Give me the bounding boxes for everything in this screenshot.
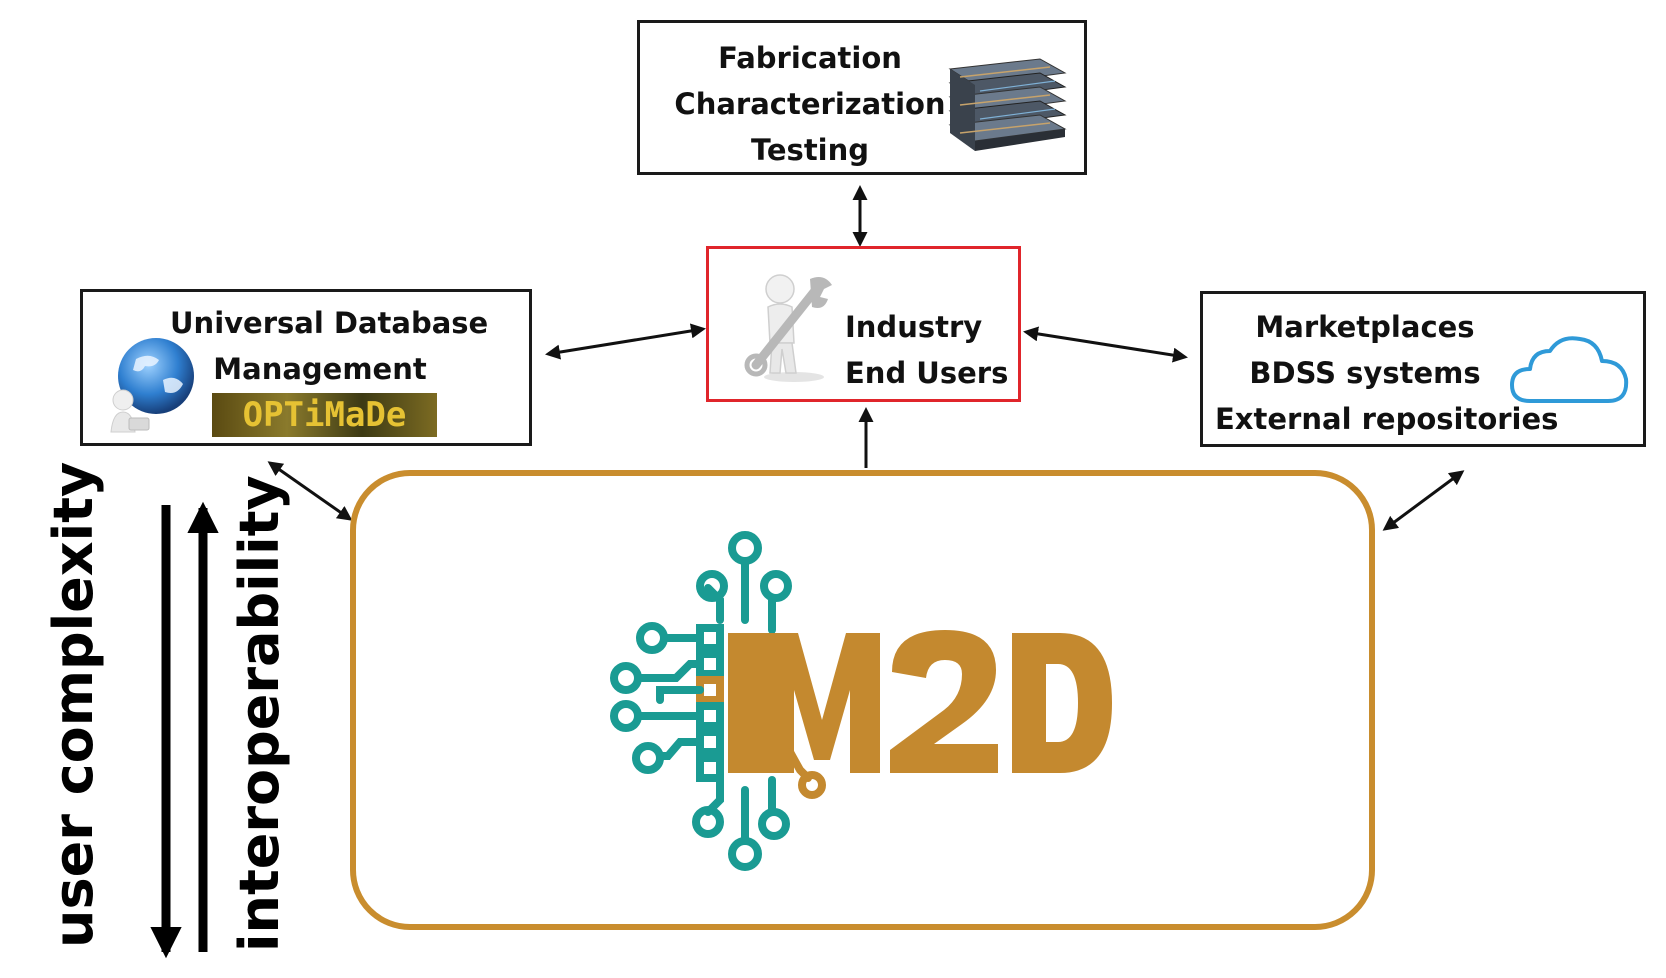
bdss-label: BDSS systems xyxy=(1249,356,1481,390)
fabrication-box xyxy=(637,20,1087,175)
end-users-box xyxy=(706,246,1021,402)
user-complexity-label: user complexity xyxy=(42,461,105,948)
layered-material-icon xyxy=(948,58,1067,151)
arrow-center-right xyxy=(1023,326,1188,363)
external-repositories-label: External repositories xyxy=(1215,402,1559,436)
gold-key-icon xyxy=(786,748,826,799)
globe-user-icon xyxy=(110,338,194,433)
arrow-left-center xyxy=(545,323,706,360)
im2d-hub xyxy=(350,470,1375,930)
characterization-label: Characterization xyxy=(674,87,946,121)
universal-database-label: Universal Database xyxy=(170,306,489,340)
arrow-left-hub xyxy=(267,461,353,521)
circuit-tree-icon xyxy=(610,531,792,871)
im2d-wordmark xyxy=(728,630,1112,773)
cloud-icon xyxy=(1510,336,1629,403)
figure-with-wrench-icon xyxy=(744,274,832,382)
marketplaces-box xyxy=(1200,291,1646,447)
industry-label: Industry xyxy=(845,310,983,344)
marketplaces-label: Marketplaces xyxy=(1255,310,1475,344)
management-label: Management xyxy=(213,352,427,386)
end-users-label: End Users xyxy=(845,356,1009,390)
fabrication-label: Fabrication xyxy=(718,41,902,75)
testing-label: Testing xyxy=(750,133,870,167)
interoperability-label: interoperability xyxy=(228,475,291,952)
arrow-right-hub xyxy=(1382,470,1465,531)
optimade-logo: OPTiMaDe xyxy=(212,393,437,437)
